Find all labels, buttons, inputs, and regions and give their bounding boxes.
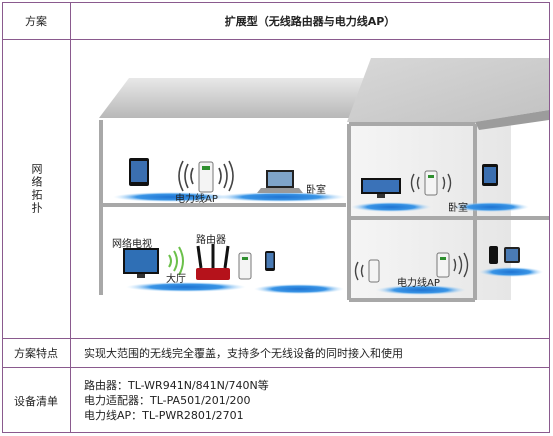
wifi-coverage-areas	[113, 192, 543, 295]
row-divider	[2, 39, 550, 40]
powerline-ap-label: 电力线AP	[397, 278, 440, 289]
wifi-signal-icon	[410, 173, 452, 193]
wifi-signal-icon	[453, 252, 469, 278]
laptop-icon	[257, 170, 303, 193]
list-item: 电力线AP：TL-PWR2801/2701	[84, 409, 244, 422]
device-list: 路由器：TL-WR941N/841N/740N等 电力适配器：TL-PA501/…	[84, 368, 544, 433]
router-label: 路由器	[196, 235, 226, 246]
phone-icon	[265, 251, 275, 271]
network-tv-label: 网络电视	[112, 239, 152, 250]
list-item: 电力适配器：TL-PA501/201/200	[84, 394, 251, 407]
topology-label: 网络拓扑	[30, 163, 43, 215]
features-text: 实现大范围的无线完全覆盖，支持多个无线设备的同时接入和使用	[84, 347, 403, 360]
hall-label: 大厅	[166, 274, 186, 285]
column-divider	[70, 2, 71, 433]
tablet-icon	[504, 247, 520, 263]
powerline-ap-icon	[198, 161, 214, 193]
wifi-signal-icon	[168, 246, 184, 276]
bedroom-label: 卧室	[448, 203, 468, 214]
television-icon	[123, 248, 159, 278]
powerline-ap-icon	[368, 259, 380, 283]
powerline-ap-label: 电力线AP	[175, 194, 218, 205]
row-divider	[2, 367, 550, 368]
devices-label: 设备清单	[14, 394, 58, 408]
header-left: 方案	[25, 14, 47, 28]
left-roof	[99, 78, 426, 118]
right-building-walls	[347, 122, 549, 302]
row-divider	[2, 338, 550, 339]
television-icon	[361, 178, 401, 198]
tablet-icon	[482, 164, 498, 186]
right-roof	[347, 58, 549, 122]
powerline-ap-icon	[436, 252, 450, 278]
bedroom-label: 卧室	[306, 185, 326, 196]
network-topology-diagram	[99, 58, 549, 302]
left-building-walls	[99, 120, 346, 295]
router-icon	[196, 244, 230, 280]
features-label: 方案特点	[14, 347, 58, 360]
list-item: 路由器：TL-WR941N/841N/740N等	[84, 379, 269, 392]
wifi-signal-icon	[178, 160, 234, 192]
wifi-signal-icon	[354, 261, 364, 281]
powerline-ap-icon	[424, 170, 438, 196]
tablet-icon	[129, 158, 149, 186]
table-frame	[2, 2, 550, 433]
phone-icon	[489, 246, 498, 264]
header-right: 扩展型（无线路由器与电力线AP）	[224, 14, 396, 28]
powerline-adapter-icon	[238, 252, 252, 280]
